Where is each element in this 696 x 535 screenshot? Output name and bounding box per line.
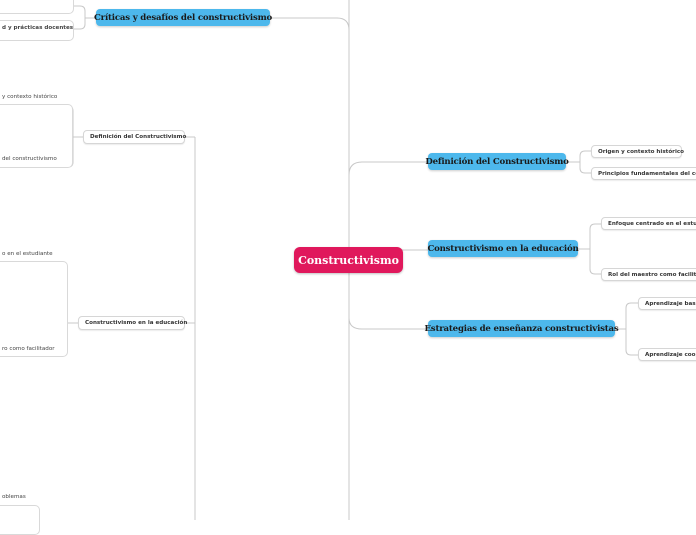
branch-label: Estrategias de enseñanza constructivista… (424, 323, 619, 334)
branch-educacion-right[interactable]: Constructivismo en la educación (427, 240, 579, 257)
sub-aprendizaje-coop-right[interactable]: Aprendizaje coope (638, 348, 696, 361)
sub-principios-right[interactable]: Principios fundamentales del co (591, 167, 696, 180)
branch-criticas-left[interactable]: Críticas y desafíos del constructivismo (94, 9, 273, 26)
sub-aprendizaje-basado-right[interactable]: Aprendizaje basa (638, 297, 696, 310)
branch-definicion-left[interactable]: Definición del Constructivismo (83, 130, 186, 144)
branch-educacion-left[interactable]: Constructivismo en la educación (78, 316, 187, 330)
root-label: Constructivismo (298, 253, 399, 267)
branch-estrategias-right[interactable]: Estrategias de enseñanza constructivista… (424, 320, 619, 337)
leaf-text-estudiante: o en el estudiante (2, 251, 53, 257)
branch-definicion-right[interactable]: Definición del Constructivismo (425, 153, 569, 170)
leaf-text-problemas: oblemas (2, 494, 26, 500)
sub-origen-right[interactable]: Origen y contexto histórico (591, 145, 684, 158)
branch-label: Definición del Constructivismo (425, 156, 569, 167)
sub-rol-right[interactable]: Rol del maestro como facilitado (601, 268, 696, 281)
branch-label: Constructivismo en la educación (427, 243, 579, 254)
leaf-box-educacion[interactable] (0, 261, 68, 357)
sub-enfoque-right[interactable]: Enfoque centrado en el estudia (601, 217, 696, 230)
leaf-box-definicion[interactable] (0, 104, 73, 168)
leaf-text-facilitador: ro como facilitador (2, 346, 55, 352)
root-node[interactable]: Constructivismo (294, 247, 403, 273)
leaf-box-criticas-1[interactable] (0, 0, 74, 14)
leaf-box-estrategias[interactable] (0, 505, 40, 535)
leaf-box-criticas-2[interactable] (0, 20, 74, 41)
branch-label: Críticas y desafíos del constructivismo (94, 12, 273, 23)
leaf-text-contexto: y contexto histórico (2, 94, 58, 100)
leaf-text-constructivismo: del constructivismo (2, 156, 57, 162)
leaf-text-practicas: d y prácticas docentes (2, 25, 74, 31)
